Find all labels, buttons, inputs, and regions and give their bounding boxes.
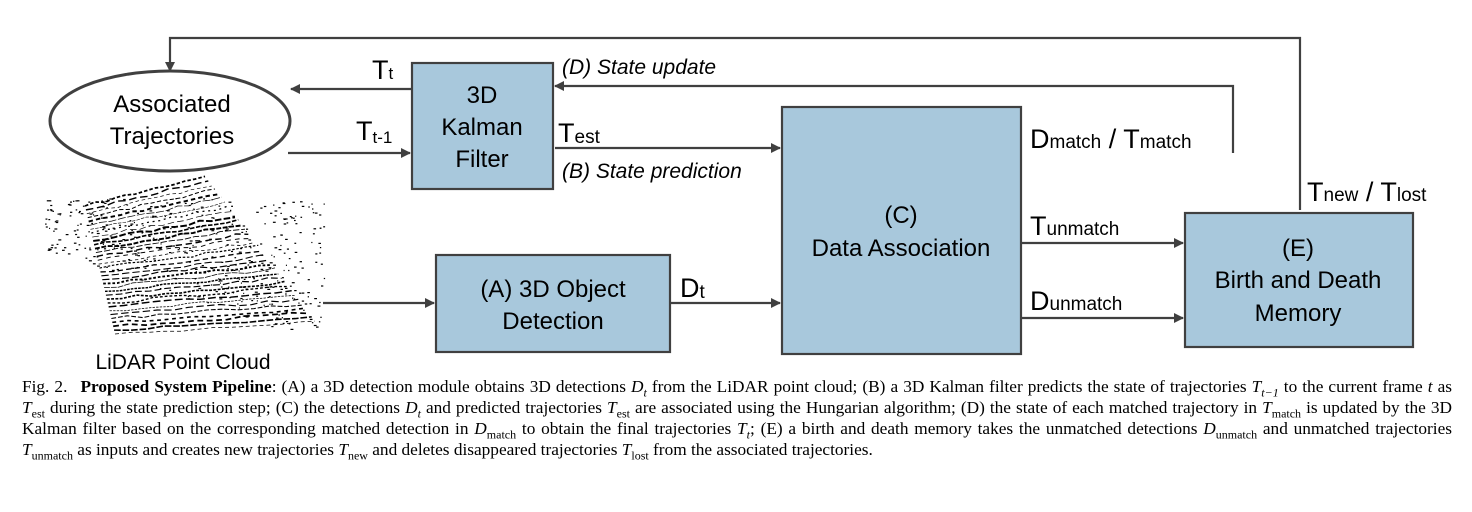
label-d-t: Dt [680, 273, 706, 303]
detection-label-line2: Detection [502, 308, 603, 335]
association-label-line2: Data Association [812, 235, 991, 262]
label-t-unmatch: Tunmatch [1030, 211, 1119, 241]
caption-fig-number: Fig. 2. [22, 377, 68, 396]
lidar-point-cloud-image [45, 175, 326, 335]
detection-label-line1: (A) 3D Object [480, 276, 626, 303]
memory-label-line1: (E) [1282, 235, 1314, 262]
association-label-line1: (C) [884, 202, 917, 229]
label-t-t-1: Tt-1 [356, 116, 392, 147]
associated-trajectories-node: Associated Trajectories [48, 69, 292, 173]
figure-caption: Fig. 2. Proposed System Pipeline: (A) a … [22, 377, 1453, 463]
caption-title: Proposed System Pipeline [80, 377, 272, 396]
data-association-box: (C) Data Association [780, 105, 1023, 356]
lidar-caption: LiDAR Point Cloud [95, 351, 270, 374]
associated-label-line1: Associated [113, 91, 230, 118]
kalman-label-line1: 3D [467, 82, 498, 109]
memory-label-line3: Memory [1255, 300, 1342, 327]
kalman-label-line3: Filter [455, 146, 508, 173]
label-t-est: Test [558, 118, 601, 148]
edge-state-update [554, 81, 1235, 153]
associated-label-line2: Trajectories [110, 123, 234, 150]
label-d-unmatch: Dunmatch [1030, 286, 1122, 316]
pipeline-diagram: Associated Trajectories 3D Kalman Filter… [45, 36, 1427, 374]
birth-death-memory-box: (E) Birth and Death Memory [1183, 211, 1415, 349]
label-t-new-t-lost: Tnew / Tlost [1307, 177, 1427, 207]
kalman-label-line2: Kalman [441, 114, 522, 141]
label-state-prediction: (B) State prediction [562, 160, 742, 183]
kalman-filter-box: 3D Kalman Filter [410, 61, 555, 191]
object-detection-box: (A) 3D Object Detection [434, 253, 672, 354]
label-state-update: (D) State update [562, 56, 716, 79]
label-d-match-t-match: Dmatch / Tmatch [1030, 124, 1192, 154]
memory-label-line2: Birth and Death [1215, 267, 1382, 294]
edge-feedback-top [165, 36, 1302, 210]
label-t-t: Tt [372, 55, 394, 85]
